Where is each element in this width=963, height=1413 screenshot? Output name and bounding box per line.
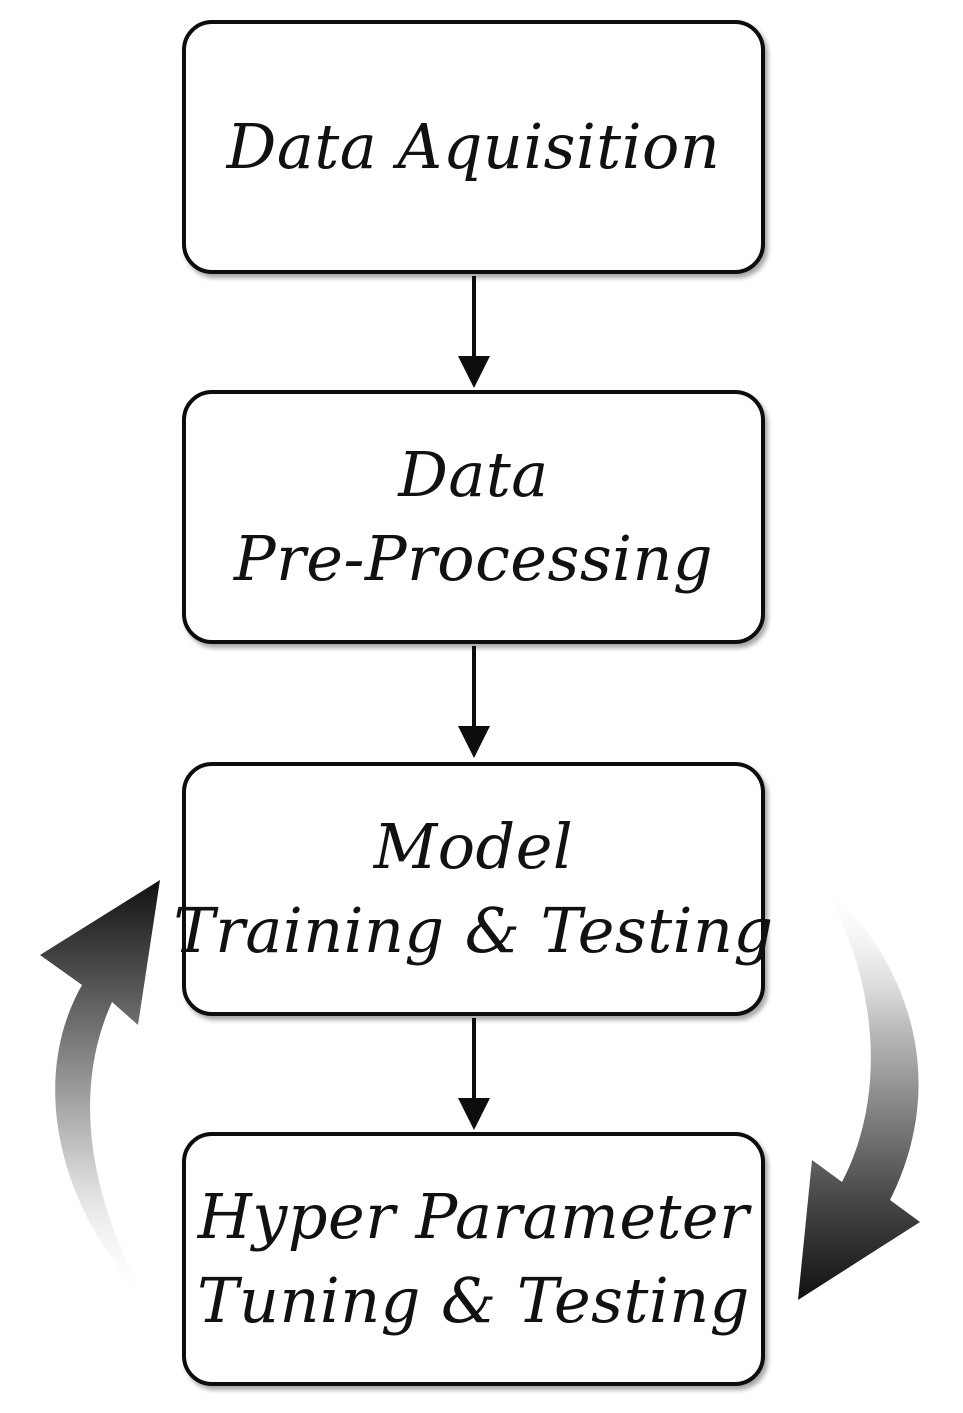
down-arrow-icon bbox=[458, 1018, 490, 1130]
step-label-line: Data Aquisition bbox=[226, 110, 721, 183]
step-label-line: Pre-Processing bbox=[233, 522, 714, 595]
curved-arrow-down-icon bbox=[798, 880, 920, 1300]
step-label-line: Hyper Parameter bbox=[197, 1180, 750, 1253]
down-arrow-icon bbox=[458, 276, 490, 388]
step-hyperparameter-tuning: Hyper Parameter Tuning & Testing bbox=[182, 1132, 765, 1386]
step-model-training-testing: Model Training & Testing bbox=[173, 762, 773, 1016]
step-data-preprocessing: Data Pre-Processing bbox=[182, 390, 765, 644]
curved-arrow-up-icon bbox=[40, 880, 160, 1305]
step-label-line: Model bbox=[373, 810, 574, 883]
step-label-line: Data bbox=[398, 438, 549, 511]
step-data-acquisition: Data Aquisition bbox=[182, 20, 765, 274]
step-label-line: Tuning & Testing bbox=[197, 1264, 750, 1337]
down-arrow-icon bbox=[458, 646, 490, 758]
step-label-line: Training & Testing bbox=[173, 894, 774, 967]
